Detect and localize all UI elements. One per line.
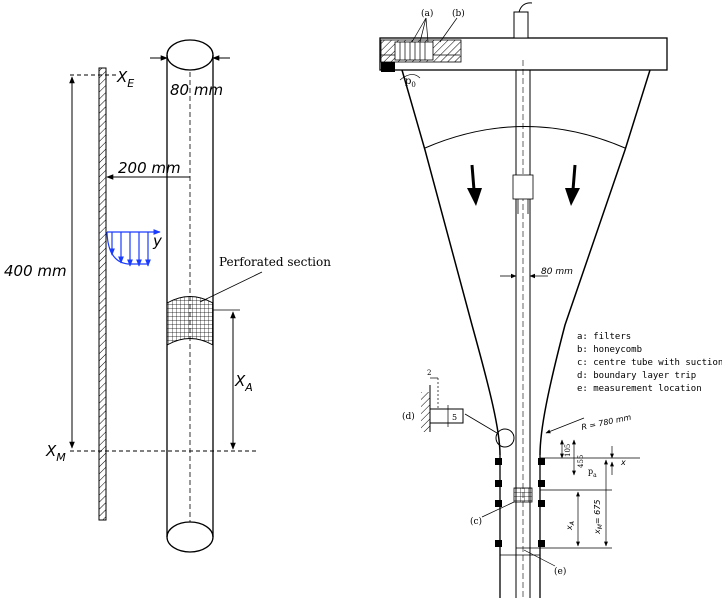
trip-dim-2: 2 — [427, 369, 431, 377]
label-c: (c) — [470, 516, 482, 527]
length-label: 400 mm — [4, 262, 67, 280]
centre-tube — [512, 60, 534, 598]
flat-plate — [98, 67, 107, 521]
label-d: (d) — [402, 411, 415, 422]
trip-detail — [421, 377, 464, 432]
trip-dim-5: 5 — [452, 413, 457, 422]
dim-105: 105 — [564, 444, 572, 457]
y-axis-label: y — [152, 232, 163, 250]
perforated-section — [166, 296, 214, 346]
legend-item-d: d: boundary layer trip — [577, 371, 696, 381]
p0-label: p0 — [405, 76, 416, 89]
lower-section — [495, 455, 640, 598]
radius-label: R = 780 mm — [581, 413, 633, 432]
xm-dim-label: xM= 675 — [593, 500, 604, 535]
legend-item-e: e: measurement location — [577, 384, 702, 394]
xe-label: XE — [116, 68, 134, 90]
pa-label: pa — [588, 467, 597, 479]
xa-dim-label: xA — [565, 521, 576, 531]
xm-label: XM — [45, 442, 66, 464]
trip-location-circle — [495, 428, 515, 448]
perforated-leader — [199, 271, 263, 303]
contraction-arc — [424, 126, 626, 149]
right-figure: (a) (b) p0 — [379, 2, 722, 598]
tube-top-stub — [513, 11, 529, 39]
dim-455: 455 — [577, 455, 585, 468]
legend-item-b: b: honeycomb — [577, 345, 642, 355]
x-label: x — [620, 458, 626, 467]
legend-item-a: a: filters — [577, 332, 631, 342]
velocity-profile — [106, 229, 161, 267]
contraction-right-wall — [539, 69, 651, 456]
flow-arrow-left — [467, 164, 482, 206]
diameter-label: 80 mm — [170, 81, 223, 99]
contraction-left-wall — [401, 69, 501, 456]
label-b: (b) — [452, 8, 465, 19]
flow-arrow-right — [565, 164, 580, 206]
tube-diameter-label: 80 mm — [541, 267, 573, 277]
label-e: (e) — [554, 566, 566, 577]
label-a: (a) — [421, 8, 433, 19]
perforated-label: Perforated section — [219, 255, 331, 269]
legend: a: filters b: honeycomb c: centre tube w… — [577, 332, 722, 394]
xa-label: XA — [234, 372, 253, 394]
left-figure: XE 400 mm XM 80 mm 200 mm — [4, 39, 331, 553]
distance-label: 200 mm — [118, 159, 181, 177]
legend-item-c: c: centre tube with suction — [577, 358, 722, 368]
